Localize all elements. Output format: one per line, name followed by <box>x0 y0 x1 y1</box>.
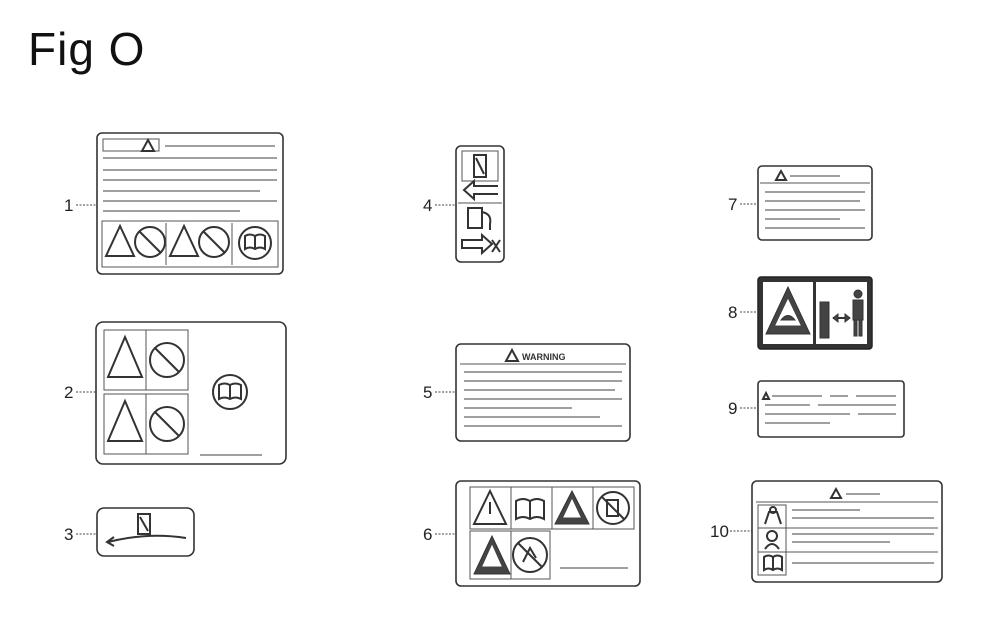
direction-arrow-icon <box>105 534 187 547</box>
cross-icon <box>491 239 501 253</box>
label-3-outline <box>96 507 195 557</box>
choke-lever-icon <box>473 154 487 178</box>
direction-arrow-icon <box>461 232 494 256</box>
prohibited-icon <box>149 406 185 442</box>
part-8: 8 <box>728 276 873 350</box>
part-number-4: 4 <box>423 196 432 215</box>
part-number-5: 5 <box>423 383 432 402</box>
label-7-outline <box>757 165 873 241</box>
label-10-outline <box>751 480 943 583</box>
prohibited-icon <box>149 342 185 378</box>
pictogram-strip <box>101 220 279 268</box>
warning-triangle-icon <box>472 488 508 525</box>
part-9: 9 <box>728 380 905 438</box>
part-number-8: 8 <box>728 303 737 322</box>
label-1-outline <box>96 132 284 275</box>
warning-banner: WARNING <box>522 352 566 362</box>
part-number-2: 2 <box>64 383 73 402</box>
part-number-7: 7 <box>728 195 737 214</box>
hazard-triangle-icon <box>473 534 511 575</box>
warning-triangle-icon <box>504 347 520 362</box>
operator-hazard-icon <box>764 506 782 525</box>
part-7: 7 <box>728 165 873 241</box>
part-number-9: 9 <box>728 399 737 418</box>
warning-triangle-icon <box>774 168 788 181</box>
part-4: 4 <box>423 145 505 263</box>
part-number-3: 3 <box>64 525 73 544</box>
part-5: 5 WARNING <box>423 343 631 442</box>
protective-gear-icon <box>764 530 780 550</box>
warning-triangle-icon <box>106 334 144 378</box>
part-3: 3 <box>64 507 195 557</box>
safety-distance-icon <box>819 289 864 339</box>
warning-triangle-icon <box>761 390 771 400</box>
label-9-outline <box>757 380 905 438</box>
manual-book-icon <box>212 374 248 410</box>
label-4-outline <box>455 145 505 263</box>
warning-triangle-icon <box>140 137 156 152</box>
part-number-1: 1 <box>64 196 73 215</box>
prohibited-icon <box>134 226 166 258</box>
manual-book-icon <box>763 554 783 572</box>
part-6: 6 <box>423 480 641 587</box>
warning-triangle-icon <box>168 223 200 257</box>
fuel-pump-icon <box>467 207 492 230</box>
manual-book-icon <box>238 226 272 260</box>
prohibited-icon <box>198 226 230 258</box>
label-2-outline <box>95 321 287 465</box>
part-1: 1 <box>64 132 284 275</box>
hazard-triangle-icon <box>765 285 811 335</box>
hazard-triangle-icon <box>554 489 590 525</box>
part-2: 2 <box>64 321 287 465</box>
warning-triangle-icon <box>829 486 843 499</box>
label-header-box <box>102 138 160 152</box>
manual-book-icon <box>515 498 545 521</box>
part-number-6: 6 <box>423 525 432 544</box>
direction-arrow-icon <box>462 178 498 202</box>
figure-title: Fig O <box>28 23 146 75</box>
warning-triangle-icon <box>104 223 136 257</box>
prohibited-icon <box>512 537 548 573</box>
choke-lever-icon <box>137 513 151 535</box>
part-number-10: 10 <box>710 522 729 541</box>
part-10: 10 <box>710 480 943 583</box>
prohibited-icon <box>596 491 630 525</box>
warning-triangle-icon <box>106 398 144 442</box>
